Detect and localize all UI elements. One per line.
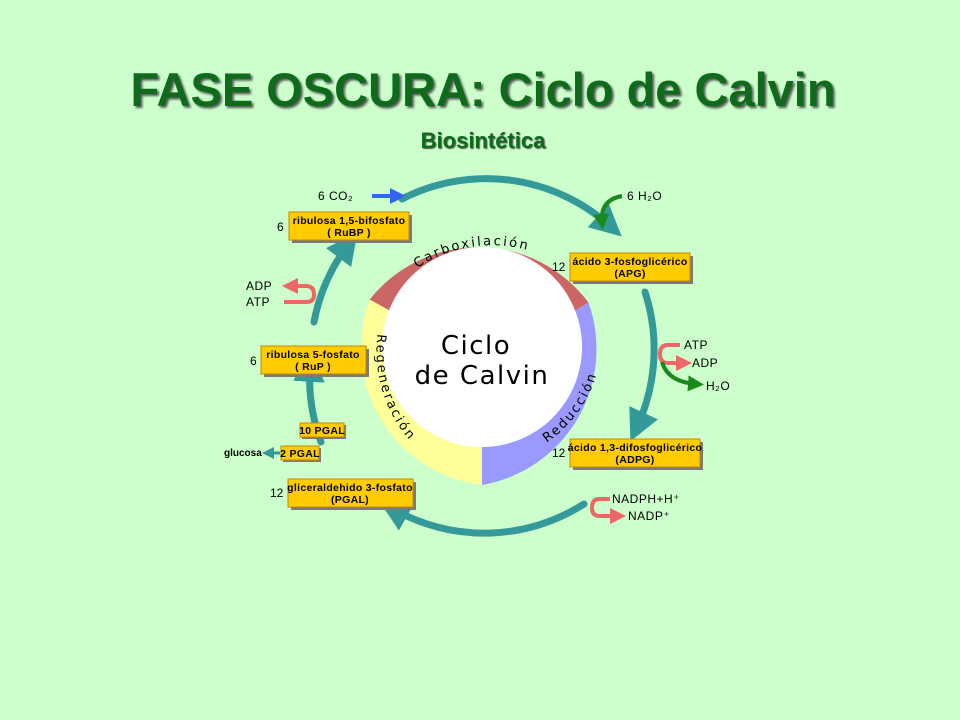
cycle-arrow-top xyxy=(398,175,622,237)
svg-text:( RuBP ): ( RuBP ) xyxy=(327,227,371,239)
rubp-box: ribulosa 1,5-bifosfato ( RuBP ) xyxy=(288,211,412,243)
svg-text:2 PGAL: 2 PGAL xyxy=(280,448,320,460)
center-line2: de Calvin xyxy=(415,361,550,391)
h2o-right-arrow xyxy=(660,361,704,392)
svg-text:ribulosa 5-fosfato: ribulosa 5-fosfato xyxy=(266,349,360,361)
rup-box: ribulosa 5-fosfato ( RuP ) xyxy=(260,345,369,377)
atp-adp-left-arrow xyxy=(282,278,317,304)
adp-right-label: ADP xyxy=(692,356,718,370)
center-line1: Ciclo xyxy=(441,331,511,361)
rup-count: 6 xyxy=(250,354,257,368)
co2-label: 6 CO₂ xyxy=(318,189,353,203)
h2o-top-label: 6 H₂O xyxy=(627,189,662,203)
pgal2-box: 2 PGAL xyxy=(280,445,321,462)
nadp-label: NADP⁺ xyxy=(628,509,670,523)
phase-ring xyxy=(360,247,597,485)
adp-left-label: ADP xyxy=(246,279,272,293)
h2o-right-label: H₂O xyxy=(706,379,730,393)
pgal10-box: 10 PGAL xyxy=(299,422,346,439)
apg-box: ácido 3-fosfoglicérico (APG) xyxy=(569,252,693,284)
pgal-box: gliceraldehido 3-fosfato (PGAL) xyxy=(287,478,416,510)
glucosa-label: glucosa xyxy=(224,448,262,459)
svg-text:ribulosa 1,5-bifosfato: ribulosa 1,5-bifosfato xyxy=(293,215,406,227)
svg-text:(APG): (APG) xyxy=(614,268,645,280)
cycle-arrow-right xyxy=(629,288,658,442)
atp-right-label: ATP xyxy=(684,338,708,352)
svg-text:ácido 3-fosfoglicérico: ácido 3-fosfoglicérico xyxy=(572,256,687,268)
cycle-arrow-bottom xyxy=(379,500,588,537)
rubp-count: 6 xyxy=(277,220,284,234)
svg-text:(PGAL): (PGAL) xyxy=(331,494,369,506)
adpg-count: 12 xyxy=(552,446,566,460)
svg-text:gliceraldehido 3-fosfato: gliceraldehido 3-fosfato xyxy=(287,482,413,494)
atp-left-label: ATP xyxy=(246,295,270,309)
page-title: FASE OSCURA: Ciclo de Calvin xyxy=(130,63,836,116)
cycle-arrow-left-upper xyxy=(310,232,358,326)
svg-text:(ADPG): (ADPG) xyxy=(615,454,654,466)
svg-text:ácido 1,3-difosfoglicérico: ácido 1,3-difosfoglicérico xyxy=(568,442,702,454)
svg-text:10 PGAL: 10 PGAL xyxy=(299,425,345,437)
svg-text:( RuP ): ( RuP ) xyxy=(295,361,331,373)
nadph-nadp-arrow xyxy=(589,497,626,524)
page-subtitle: Biosintética xyxy=(420,128,546,153)
adpg-box: ácido 1,3-difosfoglicérico (ADPG) xyxy=(568,438,703,470)
pgal-count: 12 xyxy=(270,486,284,500)
nadph-label: NADPH+H⁺ xyxy=(612,492,680,506)
h2o-top-arrow xyxy=(593,194,623,230)
atp-adp-right-arrow xyxy=(657,343,692,371)
apg-count: 12 xyxy=(552,260,566,274)
